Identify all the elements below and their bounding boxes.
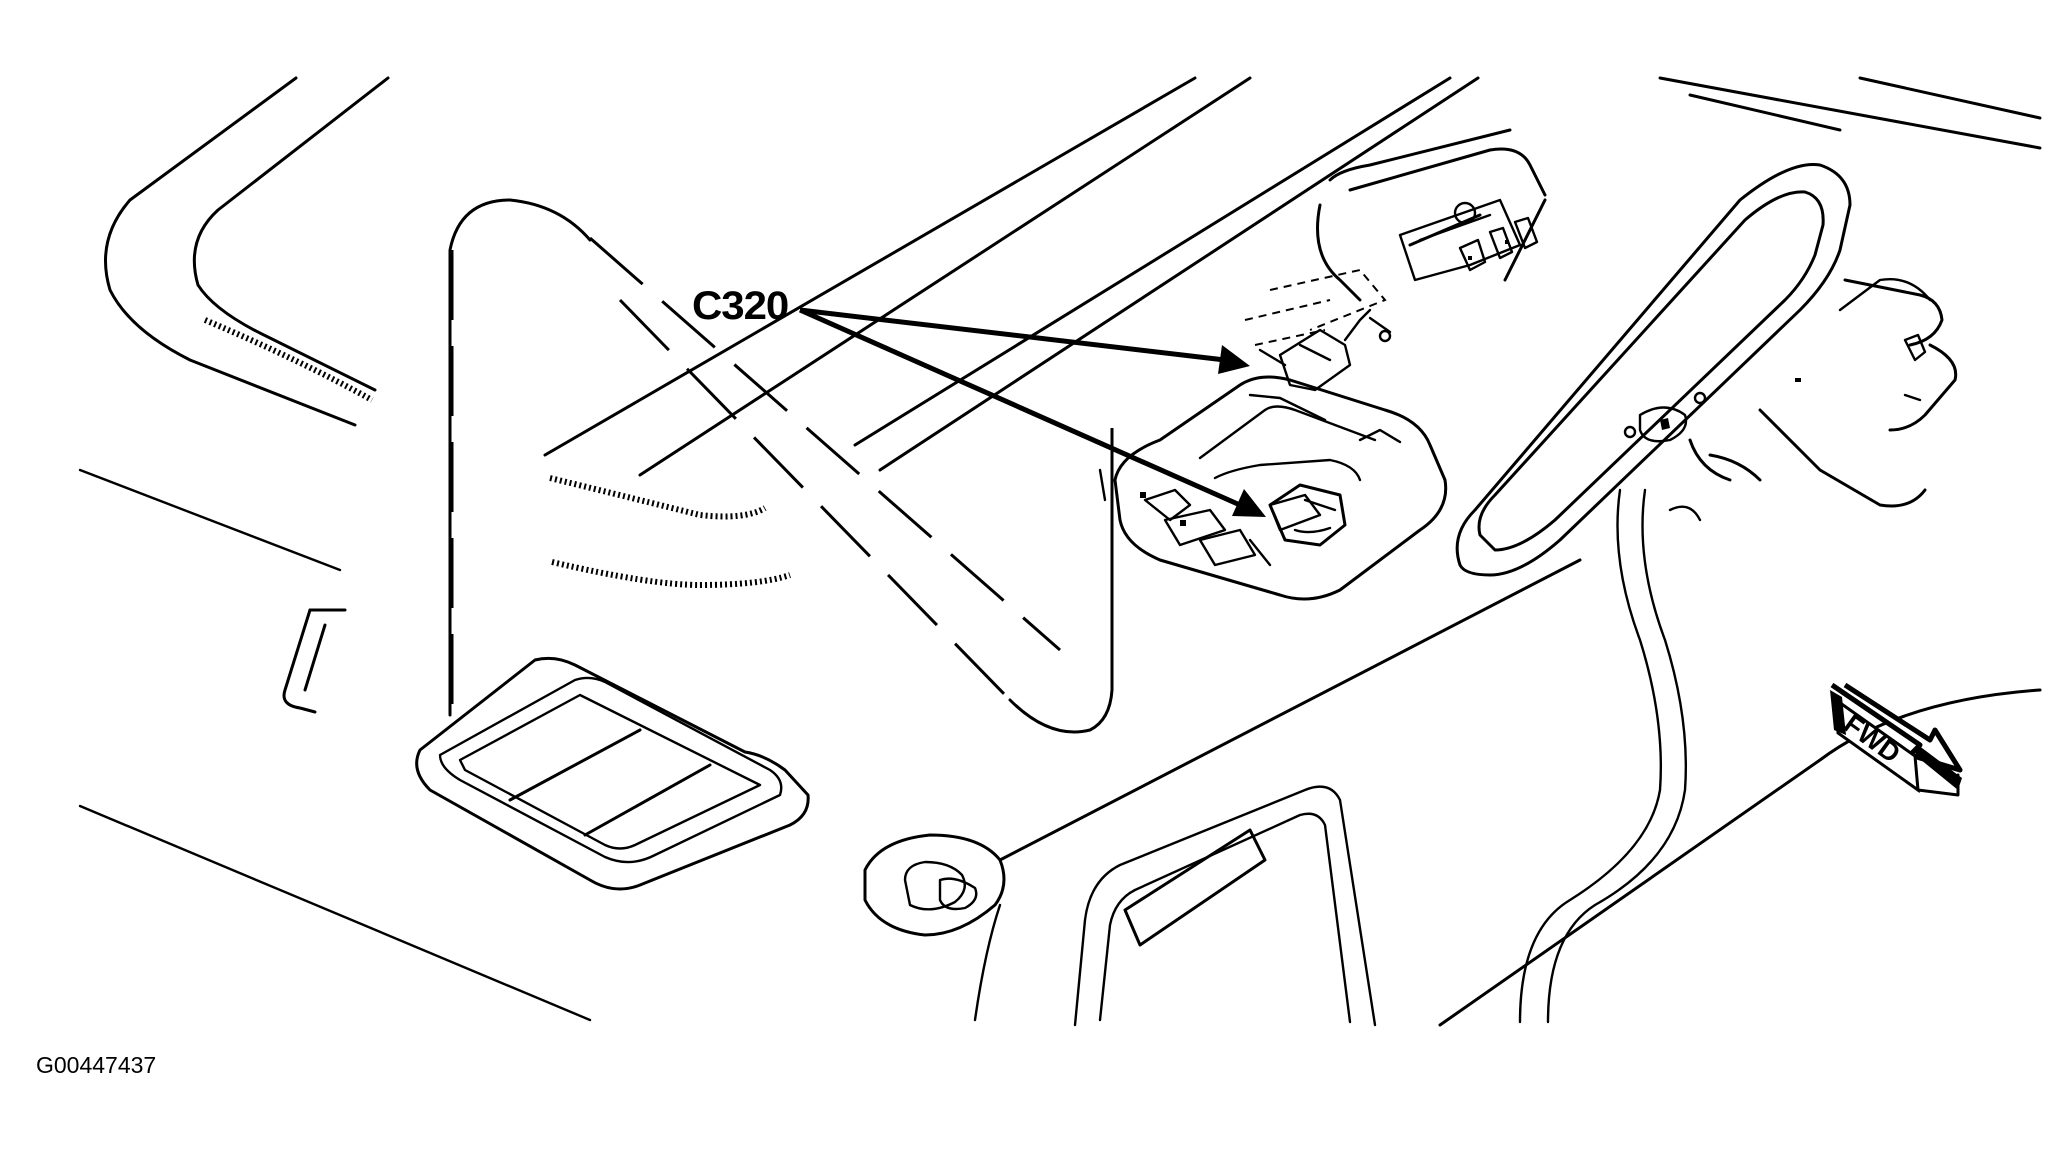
connector-callout-label: C320 xyxy=(692,284,789,328)
forward-direction-arrow-icon: FWD xyxy=(1830,682,1963,797)
wiring-module xyxy=(1098,268,1448,601)
headliner-outline xyxy=(78,76,592,1022)
coat-hook xyxy=(863,833,1006,1022)
reading-lamp xyxy=(415,656,810,891)
sun-visor xyxy=(998,488,2042,1027)
figure-id: G00447437 xyxy=(36,1052,157,1078)
dome-lamp-light-cone xyxy=(448,198,1114,734)
callout-arrows xyxy=(798,307,1266,517)
overhead-console xyxy=(1316,128,1547,302)
roof-ridge-lines xyxy=(543,76,2042,477)
headliner-seams xyxy=(549,475,791,589)
side-trim-bracket xyxy=(282,608,347,714)
rearview-mirror xyxy=(1455,162,1958,577)
